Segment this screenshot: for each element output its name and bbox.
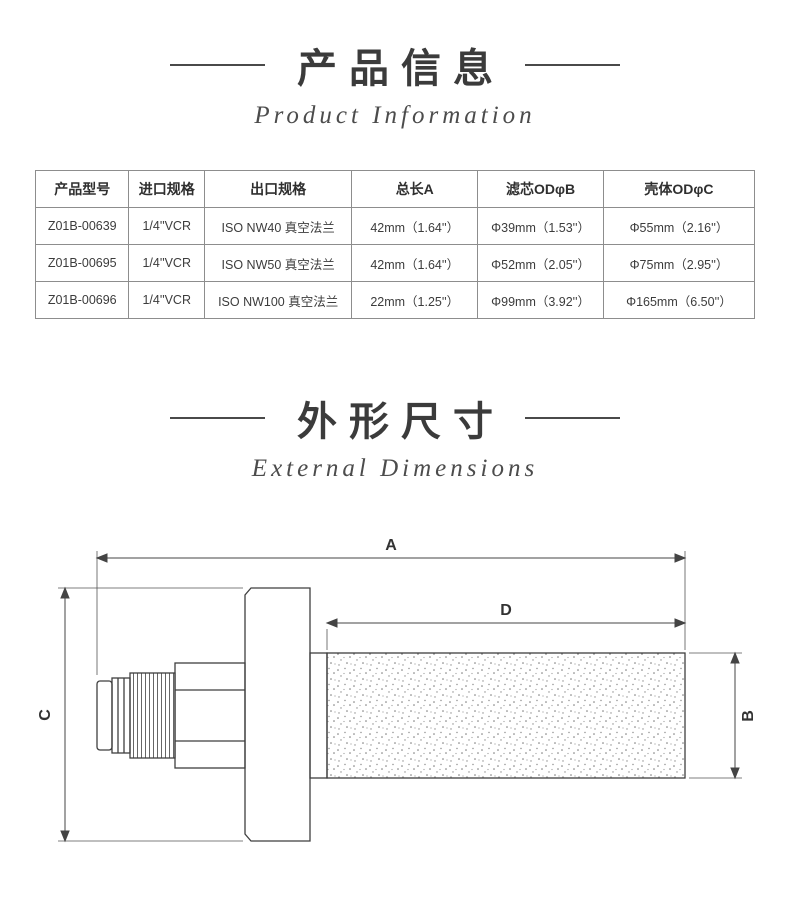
- dim-label-a: A: [385, 537, 397, 554]
- product-info-title: 产品信息: [297, 47, 505, 91]
- cell-inlet: 1/4''VCR: [128, 207, 205, 245]
- knurled-nut: [129, 672, 176, 759]
- col-header-element-od: 滤芯ODφB: [477, 170, 604, 208]
- table-header-row: 产品型号 进口规格 出口规格 总长A 滤芯ODφB 壳体ODφC: [34, 170, 756, 208]
- title-rule-left: [170, 417, 265, 419]
- title-rule-right: [525, 417, 620, 419]
- hex-body: [174, 662, 246, 769]
- col-header-inlet: 进口规格: [128, 170, 205, 208]
- cell-housing-od: Φ75mm（2.95''）: [602, 244, 756, 282]
- technical-drawing: A D C B: [0, 523, 790, 878]
- table-row: Z01B-00695 1/4''VCR ISO NW50 真空法兰 42mm（1…: [34, 244, 756, 282]
- title-rule-right: [525, 64, 620, 66]
- cell-inlet: 1/4''VCR: [128, 281, 205, 319]
- dim-label-c: C: [37, 709, 54, 721]
- cell-outlet: ISO NW100 真空法兰: [203, 281, 353, 319]
- cell-element-od: Φ39mm（1.53''）: [477, 207, 604, 245]
- cell-model: Z01B-00695: [34, 244, 130, 282]
- col-header-housing-od: 壳体ODφC: [602, 170, 756, 208]
- assembly-outline: [96, 587, 686, 842]
- cell-housing-od: Φ165mm（6.50''）: [602, 281, 756, 319]
- vcr-ring-section: [111, 677, 131, 754]
- cell-length: 42mm（1.64''）: [351, 244, 479, 282]
- filter-element: [326, 652, 686, 779]
- col-header-length: 总长A: [351, 170, 479, 208]
- cell-length: 22mm（1.25''）: [351, 281, 479, 319]
- cell-element-od: Φ52mm（2.05''）: [477, 244, 604, 282]
- flange-outline: [244, 587, 311, 842]
- dimensions-title: 外形尺寸: [297, 400, 505, 444]
- cell-outlet: ISO NW40 真空法兰: [203, 207, 353, 245]
- dim-label-d: D: [500, 602, 512, 619]
- vcr-gland-cap: [96, 680, 113, 751]
- table-row: Z01B-00696 1/4''VCR ISO NW100 真空法兰 22mm（…: [34, 281, 756, 319]
- dim-label-b: B: [740, 710, 757, 722]
- col-header-outlet: 出口规格: [203, 170, 353, 208]
- cell-element-od: Φ99mm（3.92''）: [477, 281, 604, 319]
- cell-outlet: ISO NW50 真空法兰: [203, 244, 353, 282]
- dimension-diagram: A D C B: [37, 537, 757, 843]
- table-row: Z01B-00639 1/4''VCR ISO NW40 真空法兰 42mm（1…: [34, 207, 756, 245]
- product-info-subtitle: Product Information: [254, 102, 536, 129]
- title-rule-left: [170, 64, 265, 66]
- cell-housing-od: Φ55mm（2.16''）: [602, 207, 756, 245]
- dimensions-subtitle: External Dimensions: [251, 455, 539, 482]
- cell-length: 42mm（1.64''）: [351, 207, 479, 245]
- product-info-header: 产品信息: [0, 36, 790, 94]
- product-spec-table: 产品型号 进口规格 出口规格 总长A 滤芯ODφB 壳体ODφC Z01B-00…: [34, 170, 756, 319]
- cell-model: Z01B-00639: [34, 207, 130, 245]
- col-header-model: 产品型号: [34, 170, 130, 208]
- cell-inlet: 1/4''VCR: [128, 244, 205, 282]
- dimensions-header: 外形尺寸: [0, 389, 790, 447]
- dimension-lines: [60, 553, 740, 843]
- neck-section: [309, 652, 328, 779]
- cell-model: Z01B-00696: [34, 281, 130, 319]
- extension-lines: [58, 551, 742, 842]
